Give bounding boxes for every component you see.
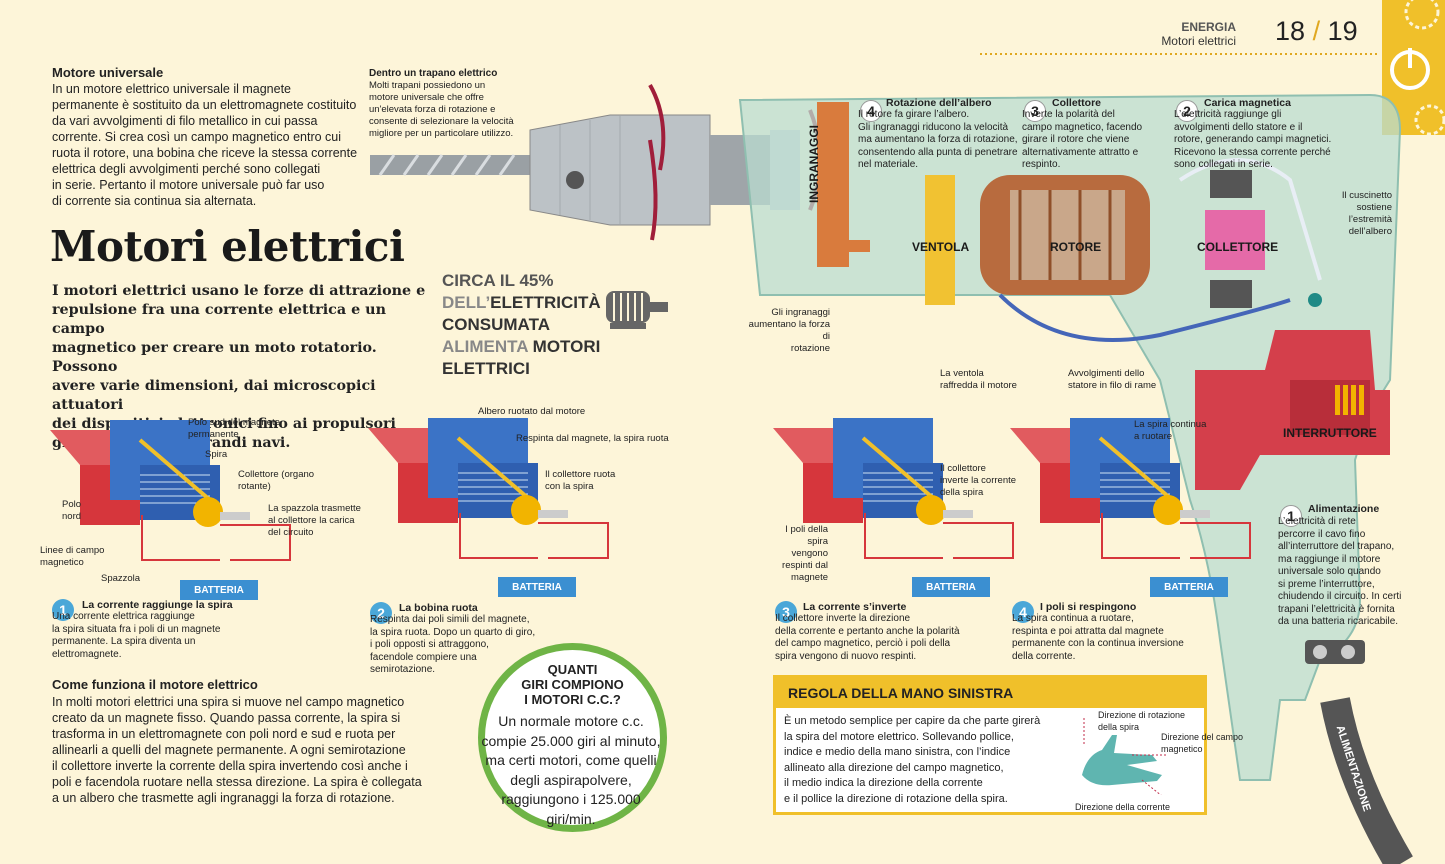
caption-field-direction: Direzione del campo magnetico <box>1161 732 1244 754</box>
d3-cap-comm: Il collettore inverte la corrente della … <box>940 463 1017 498</box>
d1-cap-south: Polo sud del magnete permanente <box>188 417 280 440</box>
d3-step-text: Il collettore inverte la direzione della… <box>775 613 960 662</box>
d3-cap-poles: I poli della spira vengono respinti dal … <box>782 524 828 583</box>
d1-cap-brush: Spazzola <box>101 573 141 584</box>
caption-current-direction: Direzione della corrente <box>1075 802 1171 812</box>
label-ingranaggi: INGRANAGGI <box>807 125 821 203</box>
d4-step-number: 4 <box>1012 601 1034 623</box>
rpm-circle-title: QUANTI GIRI COMPIONO I MOTORI C.C.? <box>521 662 624 707</box>
d1-cap-field: Linee di campo magnetico <box>40 545 105 568</box>
d1-cap-north: Polo nord <box>62 499 82 522</box>
d2-step-title: La bobina ruota <box>399 602 478 614</box>
rpm-circle-text: Un normale motore c.c. compie 25.000 gir… <box>481 713 661 827</box>
stat-line-3: CONSUMATA <box>442 315 550 334</box>
caption-bearing: Il cuscinetto sostiene l’estremità dell’… <box>1341 190 1392 237</box>
drill-step-4-number: 4 <box>860 100 882 122</box>
section-subtitle: Motori elettrici <box>1161 34 1236 48</box>
drill-step-4-text: Il rotore fa girare l’albero. Gli ingran… <box>858 109 1018 170</box>
stat-line-4: ALIMENTA MOTORI <box>442 337 601 356</box>
drill-text: Molti trapani possiedono un motore unive… <box>369 80 514 139</box>
d1-step-text: Una corrente elettrica raggiunge la spir… <box>52 611 221 660</box>
motor-icon <box>606 291 668 329</box>
d2-cap-shaft: Albero ruotato dal motore <box>478 406 586 417</box>
d4-step-title: I poli si respingono <box>1040 601 1137 613</box>
stat-block: CIRCA IL 45% DELL’ELETTRICITÀ CONSUMATA … <box>442 270 601 380</box>
diagram-2 <box>368 418 610 560</box>
d1-cap-brush-carry: La spazzola trasmette al collettore la c… <box>268 503 361 538</box>
section-header: ENERGIA Motori elettrici <box>1150 20 1236 48</box>
d4-step-text: La spira continua a ruotare, respinta e … <box>1012 613 1184 662</box>
drill-step-2-text: L’elettricità raggiunge gli avvolgimenti… <box>1174 109 1332 170</box>
label-ventola: VENTOLA <box>912 240 970 254</box>
drill-step-3-text: Inverte la polarità del campo magnetico,… <box>1022 109 1143 170</box>
section-title: ENERGIA <box>1181 20 1236 34</box>
d1-cap-comm: Collettore (organo rotante) <box>238 469 315 492</box>
label-interruttore: INTERRUTTORE <box>1283 426 1377 440</box>
page-numbers: 18 / 19 <box>1275 16 1358 47</box>
battery-label-4: BATTERIA <box>1150 577 1228 597</box>
caption-fan: La ventola raffredda il motore <box>940 368 1017 391</box>
d2-step-text: Respinta dai poli simili del magnete, la… <box>370 614 536 675</box>
energy-badge <box>1382 0 1445 136</box>
page-title: Motori elettrici <box>50 222 405 271</box>
drill-step-1-title: Alimentazione <box>1308 503 1380 515</box>
stat-line-1: CIRCA IL 45% <box>442 271 554 290</box>
battery-label-2: BATTERIA <box>498 577 576 597</box>
stat-line-2: DELL’ELETTRICITÀ <box>442 293 601 312</box>
rpm-circle: QUANTI GIRI COMPIONO I MOTORI C.C.? <box>478 643 667 832</box>
battery-label-1: BATTERIA <box>180 580 258 600</box>
d2-step-number: 2 <box>370 602 392 624</box>
drill-illustration <box>370 84 1413 864</box>
drill-step-1-number: 1 <box>1280 505 1302 527</box>
d1-step-title: La corrente raggiunge la spira <box>82 599 233 611</box>
d3-step-number: 3 <box>775 601 797 623</box>
stat-line-5: ELETTRICI <box>442 359 530 378</box>
page-number-right: 19 <box>1327 16 1358 46</box>
d1-step-number: 1 <box>52 599 74 621</box>
left-hand-rule-title: REGOLA DELLA MANO SINISTRA <box>788 685 1014 701</box>
left-hand-rule-box: REGOLA DELLA MANO SINISTRA <box>773 675 1207 815</box>
d1-cap-loop: Spira <box>205 449 228 460</box>
drill-step-2-title: Carica magnetica <box>1204 97 1291 109</box>
power-icon <box>1390 0 1445 136</box>
d2-cap-push: Respinta dal magnete, la spira ruota <box>516 433 669 444</box>
label-collettore: COLLETTORE <box>1197 240 1279 254</box>
left-hand-rule-header: REGOLA DELLA MANO SINISTRA <box>776 678 1204 708</box>
left-hand-rule-text: È un metodo semplice per capire da che p… <box>784 715 1041 805</box>
page-separator: / <box>1312 16 1321 46</box>
d4-cap-loop: La spira continua a ruotare <box>1134 419 1207 442</box>
page-number-left: 18 <box>1275 16 1306 46</box>
header-dotted-rule <box>980 53 1380 55</box>
how-it-works-title: Come funziona il motore elettrico <box>52 677 258 692</box>
battery-label-3: BATTERIA <box>912 577 990 597</box>
diagram-4 <box>1010 418 1252 560</box>
caption-gears: Gli ingranaggi aumentano la forza di rot… <box>748 307 830 354</box>
how-it-works-text: In molti motori elettrici una spira si m… <box>52 695 422 805</box>
universal-motor-title: Motore universale <box>52 65 164 80</box>
universal-motor-text: In un motore elettrico universale il mag… <box>52 82 358 208</box>
drill-step-3-title: Collettore <box>1052 97 1102 109</box>
label-rotore: ROTORE <box>1050 240 1102 254</box>
caption-rotation-direction: Direzione di rotazione della spira <box>1098 710 1186 732</box>
drill-title: Dentro un trapano elettrico <box>369 68 498 79</box>
drill-step-1-text: L’elettricità di rete percorre il cavo f… <box>1278 516 1402 627</box>
drill-step-2-number: 2 <box>1176 100 1198 122</box>
hand-icon <box>1082 718 1167 795</box>
intro-text: I motori elettrici usano le forze di att… <box>52 283 426 451</box>
drill-step-4-title: Rotazione dell’albero <box>886 97 992 109</box>
d3-step-title: La corrente s’inverte <box>803 601 907 613</box>
d2-cap-comm: Il collettore ruota con la spira <box>545 469 616 492</box>
drill-step-3-number: 3 <box>1024 100 1046 122</box>
caption-windings: Avvolgimenti dello statore in filo di ra… <box>1068 368 1157 391</box>
